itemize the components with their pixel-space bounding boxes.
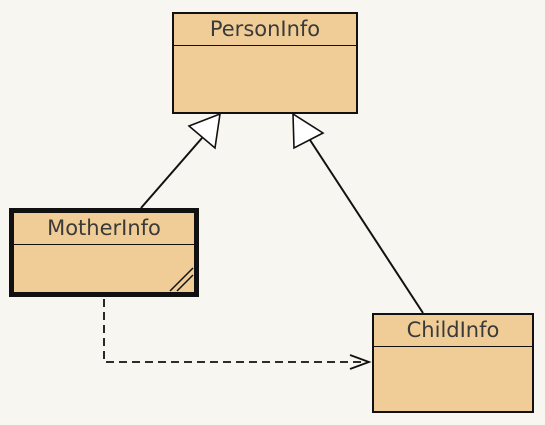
- resize-handle-icon[interactable]: [156, 254, 194, 292]
- generalization-arrowhead-child-person: [292, 112, 325, 150]
- class-mother-info-selected[interactable]: MotherInfo: [9, 208, 199, 297]
- class-name-mother-info: MotherInfo: [14, 213, 194, 245]
- dependency-line-mother-child[interactable]: [103, 299, 368, 363]
- dependency-arrowhead-mother-child: [349, 354, 372, 370]
- class-child-info[interactable]: ChildInfo: [372, 313, 534, 413]
- class-name-person-info: PersonInfo: [174, 14, 356, 46]
- generalization-line-child-person[interactable]: [309, 139, 424, 314]
- class-person-info[interactable]: PersonInfo: [172, 12, 358, 114]
- class-name-child-info: ChildInfo: [374, 315, 532, 347]
- generalization-arrowhead-mother-person: [187, 112, 221, 150]
- generalization-line-mother-person[interactable]: [140, 137, 203, 209]
